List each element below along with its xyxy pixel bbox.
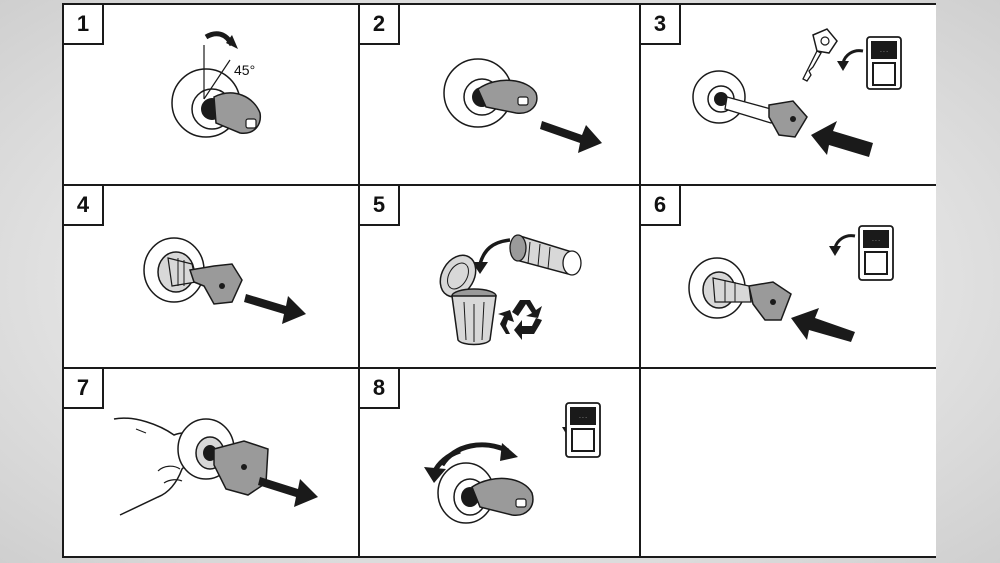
test-lock-illustration: · · · xyxy=(360,369,639,556)
svg-text:· · ·: · · · xyxy=(880,49,888,55)
step-number: 3 xyxy=(641,5,681,45)
step-number: 4 xyxy=(64,186,104,226)
push-arrow-icon xyxy=(811,121,873,157)
step-panel-8: · · · 8 xyxy=(360,369,639,556)
pull-key-illustration xyxy=(360,5,639,184)
svg-text:· · ·: · · · xyxy=(579,415,587,421)
insert-new-cylinder-illustration: · · · xyxy=(641,186,936,367)
dispose-cylinder-illustration xyxy=(360,186,639,367)
push-arrow-icon xyxy=(791,308,855,342)
instruction-sheet: 45° 1 2 xyxy=(62,3,936,558)
step-panel-3: · · · 3 xyxy=(641,5,936,184)
pull-arrow-icon xyxy=(258,477,318,507)
svg-text:· · ·: · · · xyxy=(872,238,880,244)
insert-key-illustration: · · · xyxy=(641,5,936,184)
pull-arrow-icon xyxy=(244,294,306,324)
step-panel-5: 5 xyxy=(360,186,639,367)
pull-arrow-icon xyxy=(540,121,602,153)
step-number: 1 xyxy=(64,5,104,45)
rotate-key-illustration: 45° xyxy=(64,5,358,184)
key-card-icon: · · · xyxy=(566,403,600,457)
step-number: 8 xyxy=(360,369,400,409)
hold-and-pull-illustration xyxy=(64,369,358,556)
step-panel-1: 45° 1 xyxy=(64,5,358,184)
key-card-icon: · · · xyxy=(859,226,893,280)
step-number: 6 xyxy=(641,186,681,226)
key-icon xyxy=(803,29,837,81)
step-number: 5 xyxy=(360,186,400,226)
step-panel-6: · · · 6 xyxy=(641,186,936,367)
angle-label: 45° xyxy=(234,62,255,78)
lock-cylinder-icon xyxy=(510,235,581,275)
step-panel-7: 7 xyxy=(64,369,358,556)
curved-arrow-icon xyxy=(829,246,841,256)
curved-arrow-icon xyxy=(837,61,849,71)
step-number: 2 xyxy=(360,5,400,45)
step-panel-2: 2 xyxy=(360,5,639,184)
recycle-icon xyxy=(498,300,542,340)
remove-cylinder-illustration xyxy=(64,186,358,367)
rotate-right-arrow-icon xyxy=(500,443,518,461)
key-card-icon: · · · xyxy=(867,37,901,89)
step-number: 7 xyxy=(64,369,104,409)
step-panel-4: 4 xyxy=(64,186,358,367)
empty-panel xyxy=(641,369,936,556)
